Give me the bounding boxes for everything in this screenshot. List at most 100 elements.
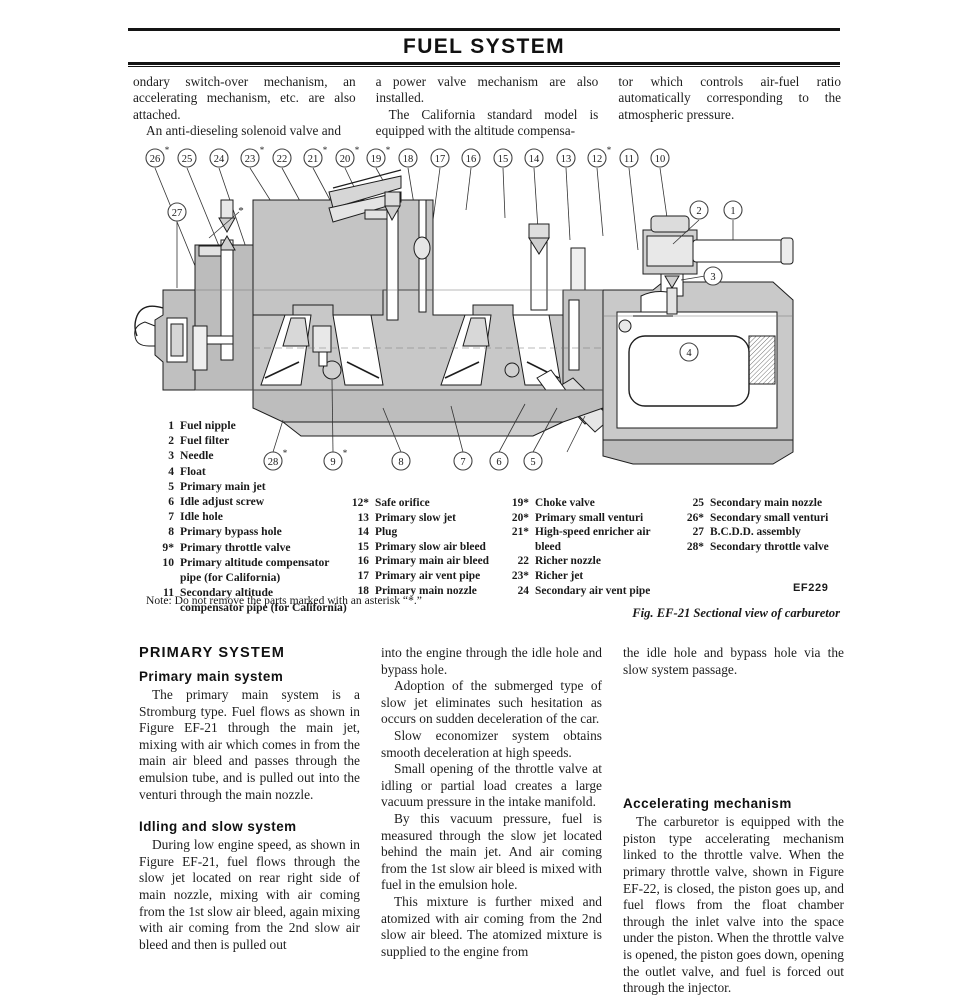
legend-label: Primary main nozzle <box>375 584 477 597</box>
legend-item: 28*Secondary throttle valve <box>680 540 855 555</box>
legend-number: 26* <box>686 511 704 524</box>
body-paragraph: the idle hole and bypass hole via the sl… <box>623 645 844 677</box>
subsection-heading-accelerating-mechanism: Accelerating mechanism <box>623 796 792 812</box>
legend-number: 25 <box>692 497 704 509</box>
page-title: FUEL SYSTEM <box>402 35 566 58</box>
svg-text:28: 28 <box>268 457 279 468</box>
legend-item: 26*Secondary small venturi <box>680 511 855 526</box>
callout-28: 28 * <box>263 448 288 471</box>
body-column-left: PRIMARY SYSTEM Primary main system The p… <box>139 645 360 997</box>
primary-small-venturi <box>282 317 310 347</box>
legend-label: Float <box>180 464 206 478</box>
callout-24: 24 <box>209 148 229 168</box>
intro-paragraph: tor which controls air-fuel ratio automa… <box>618 74 842 122</box>
legend-label: Richer jet <box>535 569 584 582</box>
legend-number: 3 <box>168 449 174 463</box>
svg-text:11: 11 <box>624 154 634 165</box>
body-paragraph: Small opening of the throttle valve at i… <box>381 761 602 810</box>
legend-label: Primary main air bleed <box>375 555 489 568</box>
callout-15: 15 <box>493 148 513 168</box>
legend-label: B.C.D.D. assembly <box>710 526 801 539</box>
body-paragraph: Slow economizer system obtains smooth de… <box>381 727 602 760</box>
callout-12: 12* <box>587 145 612 168</box>
legend-number: 17 <box>357 569 369 582</box>
legend-number: 13 <box>357 511 369 524</box>
legend-number: 15 <box>357 540 369 553</box>
callout-9: 9* <box>323 448 348 471</box>
legend-number: 9* <box>162 540 174 554</box>
legend-item: 27 B.C.D.D. assembly <box>680 525 855 540</box>
primary-venturi-bore-right <box>332 314 384 386</box>
legend-number: 21* <box>511 526 529 539</box>
callout-2: 2 <box>689 200 709 220</box>
secondary-small-venturi <box>462 317 490 347</box>
legend-label: Safe orifice <box>375 497 430 509</box>
intro-column-2: a power valve mechanism are also install… <box>376 74 599 140</box>
subsection-heading-idling-slow-system: Idling and slow system <box>139 819 297 835</box>
svg-text:25: 25 <box>182 154 193 165</box>
body-gasket <box>281 421 564 437</box>
float-chamber-wall-hatch <box>748 335 776 385</box>
legend-number: 8 <box>168 525 174 539</box>
svg-text:*: * <box>355 145 360 155</box>
legend-number: 14 <box>357 526 369 539</box>
svg-text:*: * <box>343 448 348 458</box>
svg-text:17: 17 <box>435 154 446 165</box>
callout-23: 23* <box>240 145 265 168</box>
legend-number: 11 <box>163 586 174 600</box>
callout-asterisk-left: * <box>238 205 244 217</box>
intro-column-3: tor which controls air-fuel ratio automa… <box>618 74 841 140</box>
svg-text:*: * <box>386 145 391 155</box>
svg-text:*: * <box>165 145 170 155</box>
legend-label: Secondary throttle valve <box>710 540 829 553</box>
svg-text:21: 21 <box>308 154 319 165</box>
legend-item: 13 Primary slow jet <box>345 511 510 526</box>
callout-17: 17 <box>430 148 450 168</box>
svg-text:1: 1 <box>730 206 735 217</box>
callout-5: 5 <box>523 451 543 471</box>
bcdd-diaphragm <box>170 323 184 357</box>
svg-text:*: * <box>238 205 244 217</box>
legend-label: Secondary air vent pipe <box>535 584 651 597</box>
float-chamber-base <box>602 439 794 465</box>
callout-25: 25 <box>177 148 197 168</box>
legend-label-continued: compensator pipe (for California) <box>180 601 347 615</box>
legend-label: Primary slow air bleed <box>375 540 486 553</box>
carburetor-figure: 26* 25 24 23* 22 21* 20* 19* 18 17 16 15… <box>133 140 845 485</box>
legend-label: Primary slow jet <box>375 511 456 524</box>
callout-18: 18 <box>398 148 418 168</box>
header-rule-top <box>128 28 840 31</box>
body-columns: PRIMARY SYSTEM Primary main system The p… <box>139 645 845 997</box>
legend-label: Plug <box>375 526 398 539</box>
callout-bubbles: 26* 25 24 23* 22 21* 20* 19* 18 17 16 15… <box>145 145 743 471</box>
legend-number: 10 <box>162 555 174 569</box>
legend-item: 19*Choke valve <box>505 496 685 511</box>
subsection-heading-primary-main-system: Primary main system <box>139 669 284 684</box>
legend-label: High-speed enricher air <box>535 526 651 539</box>
legend-item: 14 Plug <box>345 525 510 540</box>
legend-number: 27 <box>692 526 704 539</box>
leader-lines-bottom <box>272 379 586 453</box>
callout-27: 27 <box>167 202 187 222</box>
legend-item: 23*Richer jet <box>505 569 685 584</box>
legend-number: 19* <box>511 497 529 509</box>
callout-1: 1 <box>723 200 743 220</box>
legend-label: Primary main jet <box>180 479 266 493</box>
legend-label: Fuel nipple <box>180 419 236 432</box>
legend-number: 5 <box>168 479 174 493</box>
legend-number: 18 <box>357 584 369 597</box>
header-rule-bottom-hairline <box>128 66 840 67</box>
svg-text:*: * <box>283 448 288 458</box>
manual-page: FUEL SYSTEM ondary switch-over mechanism… <box>128 28 850 995</box>
